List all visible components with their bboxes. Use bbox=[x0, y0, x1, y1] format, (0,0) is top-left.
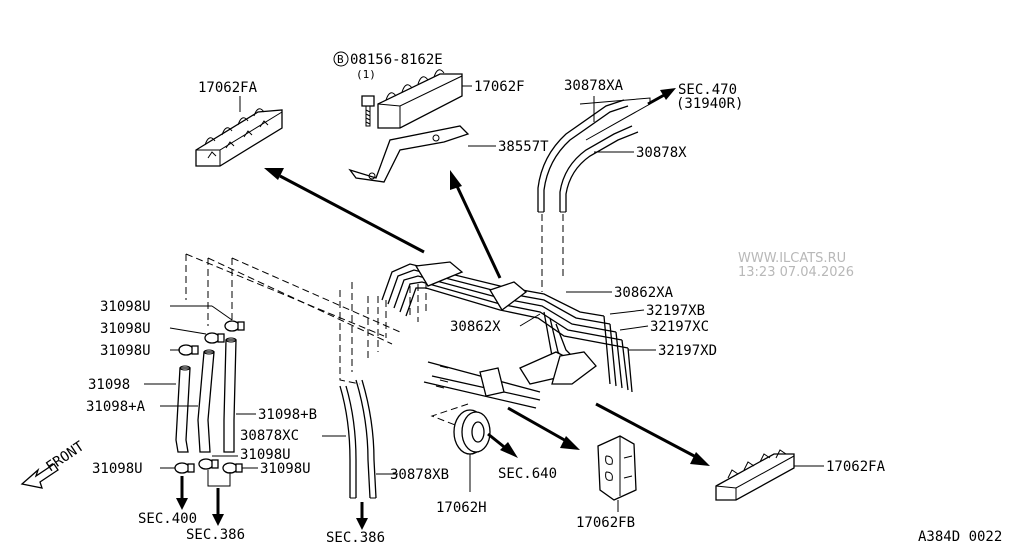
arrow-sec400 bbox=[176, 476, 188, 510]
dashed-connectors bbox=[185, 253, 427, 385]
tube-30878xa bbox=[537, 99, 629, 213]
label-30878xc: 30878XC bbox=[240, 428, 299, 444]
clip-31098u-2 bbox=[204, 332, 225, 344]
label-31098u-4: 31098U bbox=[92, 461, 143, 477]
label-31098u-1: 31098U bbox=[100, 299, 151, 315]
lower-clamp-assembly bbox=[423, 361, 541, 409]
arrow-to-17062fa-bottom bbox=[595, 402, 710, 466]
clamp-17062fb bbox=[597, 435, 637, 501]
label-sec-470: SEC.470 bbox=[678, 82, 737, 98]
clip-31098u-1 bbox=[224, 320, 245, 332]
label-31098u-3: 31098U bbox=[100, 343, 151, 359]
label-sec-470-sub: (31940R) bbox=[676, 96, 743, 112]
label-30878xb: 30878XB bbox=[390, 467, 449, 483]
label-38557t: 38557T bbox=[498, 139, 549, 155]
arrow-to-17062fb bbox=[507, 406, 580, 450]
clip-31098u-3 bbox=[178, 344, 199, 356]
label-31098a: 31098+A bbox=[86, 399, 146, 415]
watermark-site: WWW.ILCATS.RU bbox=[738, 251, 846, 266]
clip-31098u-4 bbox=[174, 462, 195, 474]
label-sec-400: SEC.400 bbox=[138, 511, 197, 527]
arrow-to-17062fa-top bbox=[264, 168, 425, 254]
arrow-sec470 bbox=[647, 88, 676, 106]
label-17062fa-top: 17062FA bbox=[198, 80, 258, 96]
label-bolt-qty: (1) bbox=[356, 68, 376, 81]
label-32197xb: 32197XB bbox=[646, 303, 705, 319]
label-sec-640: SEC.640 bbox=[498, 466, 557, 482]
label-31098u-6: 31098U bbox=[260, 461, 311, 477]
label-30862x: 30862X bbox=[450, 319, 501, 335]
clip-31098u-5 bbox=[198, 458, 219, 470]
watermark-timestamp: 13:23 07.04.2026 bbox=[738, 265, 854, 280]
label-17062h: 17062H bbox=[436, 500, 487, 516]
hose-31098a bbox=[197, 349, 215, 453]
label-30878x: 30878X bbox=[636, 145, 687, 161]
label-front: FRONT bbox=[43, 438, 87, 475]
arrow-sec386-left bbox=[212, 488, 224, 526]
label-17062f: 17062F bbox=[474, 79, 525, 95]
label-31098: 31098 bbox=[88, 377, 130, 393]
hose-30878xb bbox=[339, 379, 377, 499]
label-31098u-5: 31098U bbox=[240, 447, 291, 463]
hose-31098b bbox=[223, 337, 237, 453]
label-30862xa: 30862XA bbox=[614, 285, 674, 301]
arrow-sec386-mid bbox=[356, 502, 368, 530]
tube-30878x bbox=[559, 125, 639, 213]
clamp-17062fa-top bbox=[195, 108, 283, 167]
tube-bundle bbox=[381, 261, 633, 393]
clamp-17062f bbox=[377, 69, 463, 129]
hose-31098 bbox=[175, 365, 191, 453]
label-sec-386-left: SEC.386 bbox=[186, 527, 245, 543]
clip-31098u-6 bbox=[222, 462, 243, 474]
tube-fan-lower bbox=[519, 311, 597, 385]
clamp-17062fa-bottom bbox=[715, 449, 795, 501]
label-31098u-2: 31098U bbox=[100, 321, 151, 337]
label-08156-8162e: 08156-8162E bbox=[350, 52, 443, 68]
label-31098b: 31098+B bbox=[258, 407, 317, 423]
front-arrow-icon bbox=[20, 463, 59, 489]
bracket-38557t bbox=[348, 125, 470, 183]
label-30878xa: 30878XA bbox=[564, 78, 624, 94]
grommet-17062h bbox=[453, 409, 491, 455]
bolt-callout-circle bbox=[333, 51, 349, 67]
arrow-to-38557t bbox=[450, 170, 502, 279]
arrow-sec640 bbox=[487, 432, 518, 458]
label-17062fb: 17062FB bbox=[576, 515, 635, 531]
bolt-icon bbox=[361, 95, 375, 127]
bolt-callout-letter: B bbox=[337, 53, 344, 66]
label-sec-386-mid: SEC.386 bbox=[326, 530, 385, 546]
label-32197xc: 32197XC bbox=[650, 319, 709, 335]
diagram-code: A384D 0022 bbox=[918, 529, 1002, 545]
label-32197xd: 32197XD bbox=[658, 343, 717, 359]
label-17062fa-bottom: 17062FA bbox=[826, 459, 886, 475]
